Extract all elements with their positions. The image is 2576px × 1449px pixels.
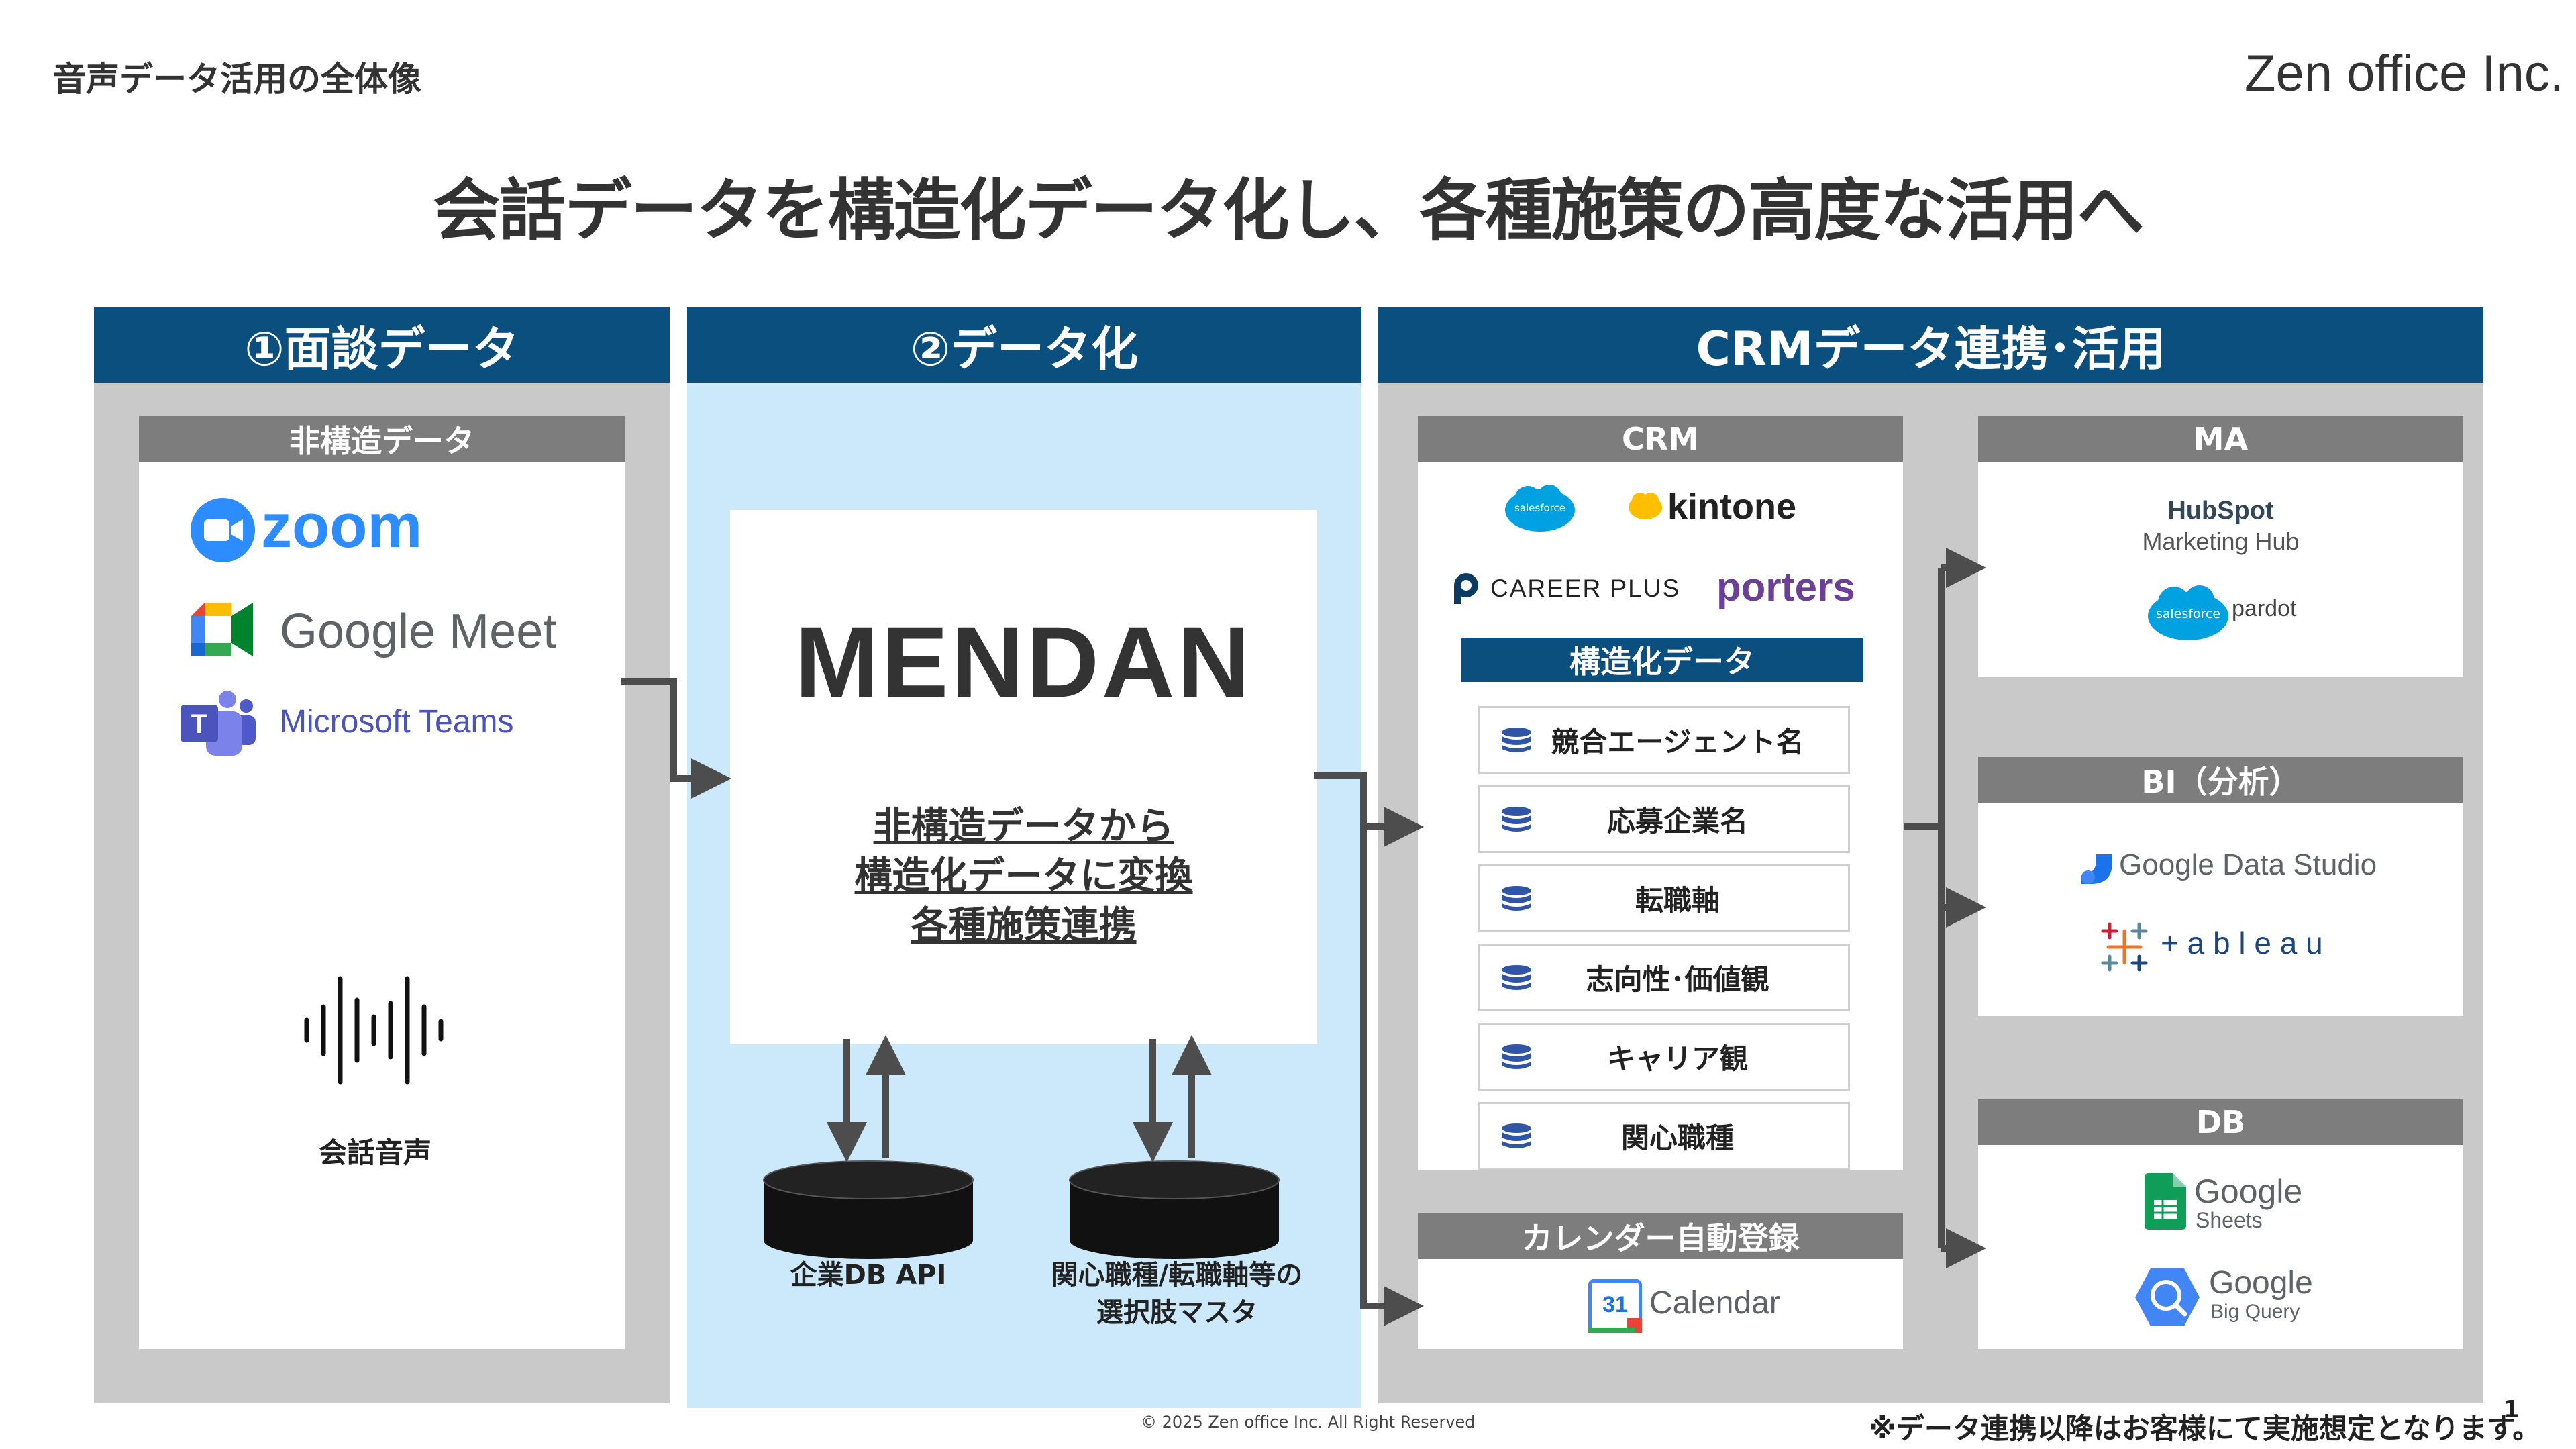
unstructured-data-panel: 非構造データ zoom Google Meet bbox=[139, 416, 625, 1349]
company-name: Zen office Inc. bbox=[2245, 45, 2564, 102]
mendan-box: MENDAN 非構造データから 構造化データに変換 各種施策連携 bbox=[730, 510, 1317, 1044]
google-bigquery-subtext: Big Query bbox=[2210, 1301, 2300, 1323]
master-db-label: 関心職種/転職軸等の 選択肢マスタ bbox=[1029, 1256, 1325, 1332]
career-plus-logo-text: CAREER PLUS bbox=[1490, 574, 1681, 602]
audio-label: 会話音声 bbox=[318, 1136, 431, 1169]
section-label: 音声データ活用の全体像 bbox=[52, 60, 421, 99]
tableau-icon bbox=[2099, 921, 2150, 972]
google-bigquery-text: Google bbox=[2209, 1265, 2313, 1301]
google-sheets-text: Google bbox=[2194, 1172, 2303, 1210]
panel-heading-bi: BI（分析） bbox=[1978, 757, 2463, 803]
list-item: キャリア観 bbox=[1478, 1023, 1850, 1091]
column-heading-crm: CRMデータ連携･活用 bbox=[1378, 307, 2483, 383]
mendan-logo: MENDAN bbox=[794, 605, 1253, 718]
database-icon bbox=[1500, 885, 1533, 915]
salesforce-crm-text: salesforce bbox=[1514, 502, 1565, 514]
google-meet-logo-text: Google Meet bbox=[280, 605, 557, 658]
column-crm-integration: CRMデータ連携･活用 CRM salesforce kintone bbox=[1378, 307, 2483, 1403]
database-icon bbox=[1500, 727, 1533, 756]
column-heading-interview: ①面談データ bbox=[94, 307, 670, 383]
db-panel: DB Google Sheets Google Big Query bbox=[1978, 1099, 2463, 1349]
career-plus-icon bbox=[1451, 572, 1481, 604]
kintone-icon bbox=[1628, 491, 1663, 521]
panel-heading-db: DB bbox=[1978, 1099, 2463, 1145]
microsoft-teams-icon: T bbox=[181, 690, 256, 757]
list-item: 志向性･価値観 bbox=[1478, 944, 1850, 1011]
arrow-to-crm bbox=[1314, 772, 1424, 847]
list-item: 競合エージェント名 bbox=[1478, 706, 1850, 774]
audio-waveform-icon bbox=[300, 973, 448, 1087]
svg-text:T: T bbox=[191, 709, 207, 739]
mendan-description: 非構造データから 構造化データに変換 各種施策連携 bbox=[730, 802, 1317, 951]
google-calendar-icon: 31 bbox=[1588, 1279, 1642, 1333]
master-db-cylinder-icon bbox=[1068, 1160, 1280, 1262]
ma-panel: MA HubSpot Marketing Hub salesforce pard… bbox=[1978, 416, 2463, 677]
mendan-desc-line-2: 構造化データに変換 bbox=[854, 854, 1193, 898]
database-icon bbox=[1500, 1123, 1533, 1152]
list-item-label: 応募企業名 bbox=[1606, 805, 1748, 838]
google-bigquery-icon bbox=[2134, 1267, 2201, 1328]
list-item-label: キャリア観 bbox=[1606, 1042, 1748, 1075]
arrow-col1-to-col2 bbox=[621, 678, 731, 799]
tableau-logo-text: + a b l e a u bbox=[2161, 926, 2323, 960]
panel-heading-ma: MA bbox=[1978, 416, 2463, 462]
bi-panel: BI（分析） Google Data Studio bbox=[1978, 757, 2463, 1016]
panel-heading-unstructured: 非構造データ bbox=[139, 416, 625, 462]
column-heading-conversion: ②データ化 bbox=[687, 307, 1361, 383]
list-item: 応募企業名 bbox=[1478, 785, 1850, 853]
google-sheets-subtext: Sheets bbox=[2196, 1208, 2263, 1232]
database-icon bbox=[1500, 964, 1533, 994]
list-item-label: 志向性･価値観 bbox=[1586, 963, 1769, 996]
calendar-logo-text: Calendar bbox=[1649, 1285, 1780, 1321]
zoom-icon bbox=[189, 497, 256, 564]
calendar-panel: カレンダー自動登録 31 Calendar bbox=[1418, 1213, 1903, 1349]
salesforce-pardot-cloud-icon bbox=[2146, 584, 2230, 642]
hubspot-logo-text: HubSpot bbox=[2167, 497, 2274, 525]
master-db-label-line-1: 関心職種/転職軸等の bbox=[1051, 1260, 1303, 1291]
microsoft-teams-logo-text: Microsoft Teams bbox=[280, 704, 514, 740]
hubspot-subtitle: Marketing Hub bbox=[2142, 528, 2300, 555]
zoom-logo-text: zoom bbox=[261, 492, 423, 560]
google-data-studio-icon bbox=[2081, 854, 2112, 884]
google-data-studio-text: Google Data Studio bbox=[2119, 848, 2377, 881]
footer-note: ※データ連携以降はお客様にて実施想定となります。 bbox=[1869, 1412, 2541, 1445]
calendar-badge: 31 bbox=[1602, 1292, 1628, 1317]
copyright: © 2025 Zen office Inc. All Right Reserve… bbox=[1141, 1413, 1476, 1432]
list-item-label: 競合エージェント名 bbox=[1551, 726, 1804, 758]
column-data-conversion: ②データ化 MENDAN 非構造データから 構造化データに変換 各種施策連携 企… bbox=[687, 307, 1361, 1408]
salesforce-ma-text: salesforce bbox=[2155, 607, 2221, 621]
kintone-logo-text: kintone bbox=[1667, 487, 1797, 527]
panel-heading-calendar: カレンダー自動登録 bbox=[1418, 1213, 1903, 1259]
panel-heading-crm: CRM bbox=[1418, 416, 1903, 462]
pardot-logo-text: pardot bbox=[2232, 596, 2297, 621]
list-item-label: 関心職種 bbox=[1620, 1121, 1734, 1154]
porters-logo-text: porters bbox=[1716, 564, 1855, 609]
column-interview-data: ①面談データ 非構造データ zoom Google Meet bbox=[94, 307, 670, 1403]
crm-panel: CRM salesforce kintone CAREER PL bbox=[1418, 416, 1903, 1170]
page-number: 1 bbox=[2503, 1396, 2520, 1423]
database-icon bbox=[1500, 1044, 1533, 1073]
page-title: 会話データを構造化データ化し、各種施策の高度な活用へ bbox=[433, 171, 2145, 250]
salesforce-cloud-icon bbox=[1504, 483, 1576, 534]
google-meet-icon bbox=[191, 603, 253, 656]
master-db-label-line-2: 選択肢マスタ bbox=[1096, 1297, 1257, 1328]
structured-data-heading: 構造化データ bbox=[1461, 638, 1863, 682]
arrow-to-calendar bbox=[1360, 827, 1424, 1326]
mendan-desc-line-1: 非構造データから bbox=[873, 805, 1174, 848]
database-icon bbox=[1500, 806, 1533, 836]
mendan-desc-line-3: 各種施策連携 bbox=[911, 904, 1137, 948]
list-item: 転職軸 bbox=[1478, 864, 1850, 932]
company-db-cylinder-icon bbox=[762, 1160, 974, 1262]
list-item: 関心職種 bbox=[1478, 1102, 1850, 1170]
company-db-label: 企業DB API bbox=[790, 1260, 947, 1291]
list-item-label: 転職軸 bbox=[1635, 884, 1720, 917]
google-sheets-icon bbox=[2145, 1173, 2186, 1230]
